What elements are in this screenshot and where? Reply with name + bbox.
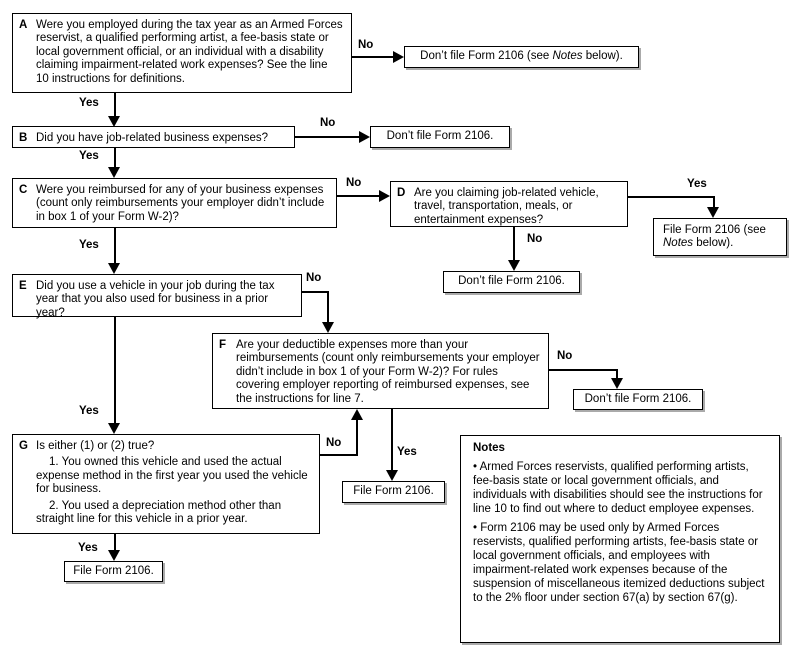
notes-box: Notes • Armed Forces reservists, qualifi… [460, 435, 780, 643]
d-yes-line-v [713, 196, 715, 208]
result-g-yes-text: File Form 2106. [73, 564, 154, 577]
result-a-no-text: Don’t file Form 2106 (see Notes below). [420, 50, 623, 63]
question-letter-f: F [219, 339, 227, 351]
result-f-yes-text: File Form 2106. [353, 485, 434, 498]
result-box-d-no: Don’t file Form 2106. [443, 271, 580, 293]
result-box-d-yes: File Form 2106 (see Notes below). [653, 218, 787, 256]
g-yes-label: Yes [78, 542, 98, 554]
notes-title: Notes [473, 442, 505, 454]
g-no-line-h [320, 454, 358, 456]
question-box-a: A Were you employed during the tax year … [12, 13, 352, 93]
question-box-c: C Were you reimbursed for any of your bu… [12, 178, 337, 228]
g-no-label: No [326, 437, 342, 449]
a-yes-arrowhead [108, 116, 120, 127]
c-no-arrowhead [379, 190, 390, 202]
question-letter-a: A [19, 19, 28, 31]
question-letter-c: C [19, 184, 28, 196]
f-yes-line [391, 409, 393, 471]
a-no-arrowhead [393, 51, 404, 63]
f-yes-label: Yes [397, 446, 417, 458]
notes-bullet-1: • Armed Forces reservists, qualified per… [473, 461, 763, 515]
result-box-f-no: Don’t file Form 2106. [573, 389, 703, 410]
notes-bullet-2: • Form 2106 may be used only by Armed Fo… [473, 522, 765, 604]
e-no-label: No [306, 272, 322, 284]
c-yes-label: Yes [79, 239, 99, 251]
g-no-arrowhead [351, 409, 363, 420]
a-yes-line [114, 93, 116, 117]
question-letter-b: B [19, 132, 28, 144]
question-g-intro: Is either (1) or (2) true? [36, 440, 155, 452]
b-no-arrowhead [359, 131, 370, 143]
e-yes-arrowhead [108, 423, 120, 434]
question-box-b: B Did you have job-related business expe… [12, 126, 295, 148]
result-box-b-no: Don’t file Form 2106. [370, 126, 510, 148]
result-f-no-text: Don’t file Form 2106. [584, 392, 692, 405]
e-no-line-h [302, 291, 329, 293]
a-no-line [352, 56, 394, 58]
f-no-line-h [549, 369, 618, 371]
g-yes-arrowhead [108, 550, 120, 561]
f-no-line-v [616, 369, 618, 379]
c-yes-arrowhead [108, 263, 120, 274]
d-yes-label: Yes [687, 178, 707, 190]
c-yes-line [114, 228, 116, 264]
b-no-label: No [320, 117, 336, 129]
b-no-line [295, 136, 360, 138]
a-yes-label: Yes [79, 97, 99, 109]
e-no-line-v [327, 291, 329, 323]
question-letter-e: E [19, 280, 27, 292]
question-letter-g: G [19, 440, 28, 452]
a-no-label: No [358, 39, 374, 51]
question-box-d: D Are you claiming job-related vehicle, … [390, 181, 628, 227]
question-box-f: F Are your deductible expenses more than… [212, 333, 549, 409]
d-yes-line-h [628, 196, 715, 198]
result-b-no-text: Don’t file Form 2106. [386, 130, 494, 143]
question-box-e: E Did you use a vehicle in your job duri… [12, 274, 302, 319]
d-yes-arrowhead [707, 207, 719, 218]
result-box-f-yes: File Form 2106. [342, 481, 445, 503]
c-no-label: No [346, 177, 362, 189]
f-no-arrowhead [611, 378, 623, 389]
question-text-f: Are your deductible expenses more than y… [236, 339, 540, 405]
g-no-line-v [356, 420, 358, 456]
question-g-item2: 2. You used a depreciation method other … [36, 499, 282, 526]
result-box-a-no: Don’t file Form 2106 (see Notes below). [404, 46, 639, 68]
c-no-line [337, 195, 380, 197]
f-yes-arrowhead [386, 470, 398, 481]
result-d-no-text: Don’t file Form 2106. [458, 275, 565, 288]
question-text-c: Were you reimbursed for any of your busi… [36, 184, 325, 223]
question-box-g: G Is either (1) or (2) true? 1. You owne… [12, 434, 320, 534]
e-yes-line [114, 317, 116, 424]
e-yes-label: Yes [79, 405, 99, 417]
f-no-label: No [557, 350, 573, 362]
question-text-a: Were you employed during the tax year as… [36, 19, 343, 85]
d-no-line [513, 227, 515, 261]
d-no-label: No [527, 233, 543, 245]
g-yes-line [114, 534, 116, 551]
d-no-arrowhead [508, 260, 520, 271]
result-box-g-yes: File Form 2106. [64, 561, 163, 582]
result-d-yes-text: File Form 2106 (see Notes below). [663, 223, 766, 250]
question-letter-d: D [397, 187, 406, 199]
question-g-item1: 1. You owned this vehicle and used the a… [36, 456, 308, 496]
question-text-d: Are you claiming job-related vehicle, tr… [414, 187, 599, 226]
b-yes-label: Yes [79, 150, 99, 162]
question-text-b: Did you have job-related business expens… [36, 132, 269, 144]
question-text-e: Did you use a vehicle in your job during… [36, 280, 275, 319]
question-text-g: Is either (1) or (2) true? 1. You owned … [36, 440, 311, 530]
e-no-arrowhead [322, 322, 334, 333]
b-yes-line [114, 148, 116, 168]
b-yes-arrowhead [108, 167, 120, 178]
